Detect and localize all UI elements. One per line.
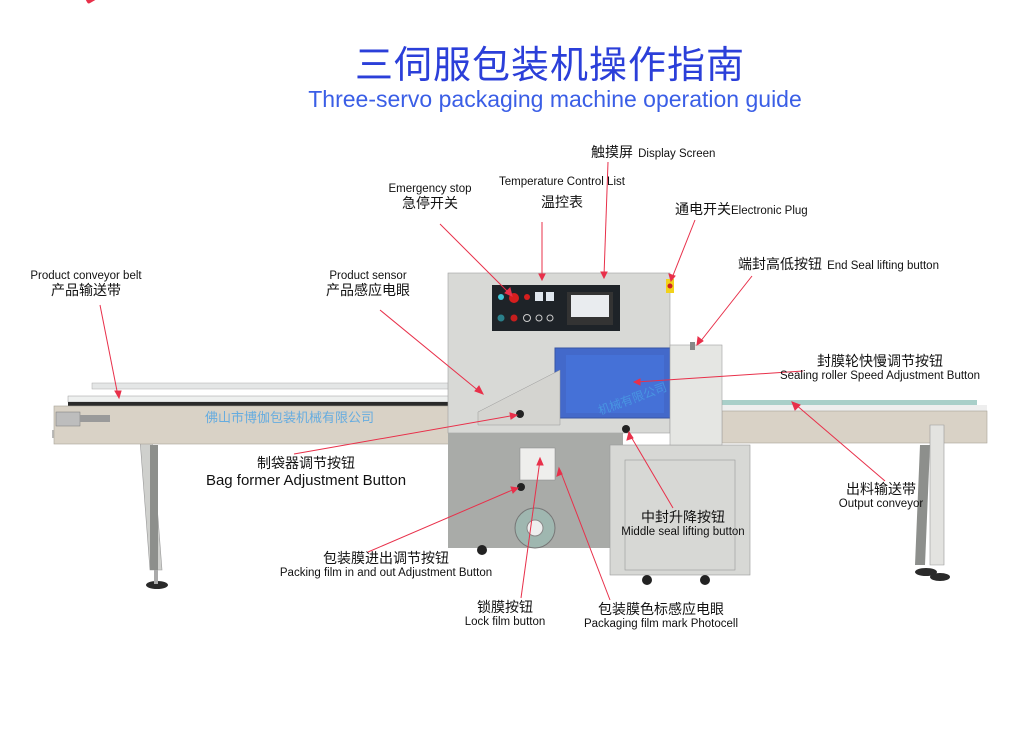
watermark-text: 佛山市博伽包装机械有限公司 bbox=[205, 410, 374, 426]
label-end-seal-lifting: 端封高低按钮 End Seal lifting button bbox=[738, 257, 939, 273]
title-chinese: 三伺服包装机操作指南 bbox=[354, 43, 745, 87]
label-display-screen: 触摸屏 Display Screen bbox=[591, 145, 716, 161]
label-emergency-stop: Emergency stop 急停开关 bbox=[388, 183, 472, 213]
label-sealing-roller: 封膜轮快慢调节按钮 Sealing roller Speed Adjustmen… bbox=[779, 354, 981, 383]
label-temperature-control: Temperature Control List 温控表 bbox=[499, 176, 625, 212]
output-conveyor-belt bbox=[721, 400, 988, 581]
label-middle-seal: 中封升降按钮 Middle seal lifting button bbox=[621, 510, 745, 539]
label-bag-former: 制袋器调节按钮 Bag former Adjustment Button bbox=[205, 456, 407, 490]
pointer-lines bbox=[99, 161, 886, 601]
label-film-mark-photocell: 包装膜色标感应电眼 Packaging film mark Photocell bbox=[583, 602, 739, 631]
label-output-conveyor: 出料输送带 Output conveyor bbox=[838, 482, 924, 511]
left-conveyor-legs bbox=[52, 430, 168, 589]
label-product-conveyor: Product conveyor belt 产品输送带 bbox=[30, 270, 142, 300]
title-english: Three-servo packaging machine operation … bbox=[308, 86, 802, 112]
label-electronic-plug: 通电开关Electronic Plug bbox=[675, 202, 808, 218]
label-product-sensor: Product sensor 产品感应电眼 bbox=[326, 270, 410, 300]
product-conveyor-belt bbox=[53, 382, 465, 445]
label-lock-film: 锁膜按钮 Lock film button bbox=[464, 600, 546, 629]
label-packing-film: 包装膜进出调节按钮 Packing film in and out Adjust… bbox=[279, 551, 493, 580]
